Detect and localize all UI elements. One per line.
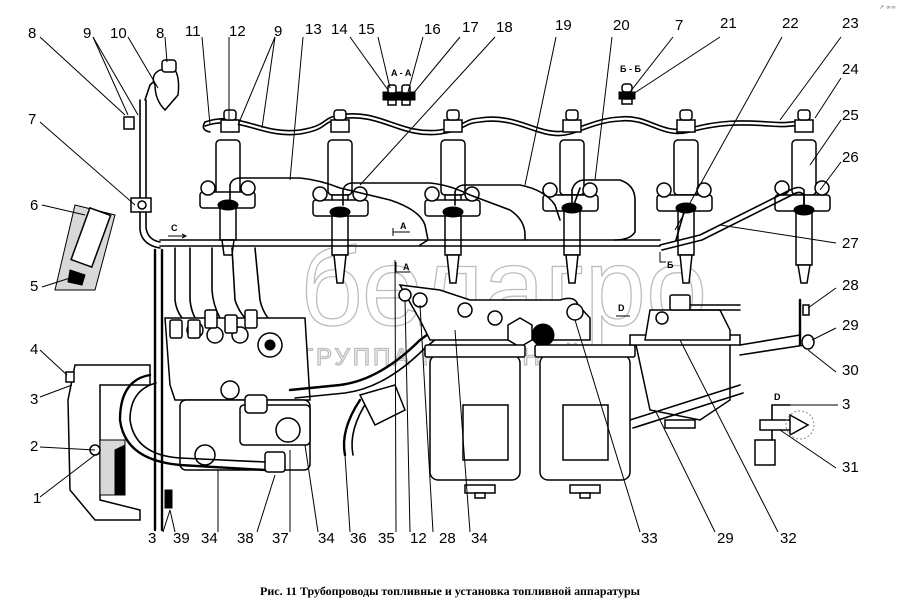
callout-24: 24 <box>842 61 859 78</box>
callout-33: 33 <box>641 530 658 547</box>
callout-17: 17 <box>462 19 479 36</box>
injector-1 <box>199 109 256 256</box>
callout-15: 15 <box>358 21 375 38</box>
section-label-bb: Б - Б <box>620 64 641 74</box>
callout-8: 8 <box>28 25 36 42</box>
callout-6: 6 <box>30 197 38 214</box>
injectors <box>199 109 831 284</box>
injector-5 <box>656 109 713 284</box>
injection-pump <box>153 248 311 532</box>
callout-1: 1 <box>33 490 41 507</box>
callout-22: 22 <box>782 15 799 32</box>
callout-9: 9 <box>274 23 282 40</box>
callout-29: 29 <box>717 530 734 547</box>
callout-35: 35 <box>378 530 395 547</box>
callout-34: 34 <box>471 530 488 547</box>
callout-5: 5 <box>30 278 38 295</box>
section-label-aa: A - A <box>391 68 412 78</box>
gear-housing <box>65 364 173 521</box>
callout-30: 30 <box>842 362 859 379</box>
callout-3: 3 <box>148 530 156 547</box>
callout-28: 28 <box>439 530 456 547</box>
callout-8: 8 <box>156 25 164 42</box>
section-markers: A - A Б - Б C D D A A Б <box>168 64 781 402</box>
callout-29: 29 <box>842 317 859 334</box>
callout-3: 3 <box>842 396 850 413</box>
section-aa-detail <box>382 84 416 106</box>
fuel-filters <box>398 284 815 499</box>
callout-3: 3 <box>30 391 38 408</box>
callout-37: 37 <box>272 530 289 547</box>
section-label-d-right: D <box>774 392 781 402</box>
section-bb-detail <box>618 83 636 105</box>
callout-19: 19 <box>555 17 572 34</box>
corner-mark: ↗ ∞∞ <box>879 4 896 11</box>
callout-26: 26 <box>842 149 859 166</box>
callout-2: 2 <box>30 438 38 455</box>
callout-9: 9 <box>83 25 91 42</box>
callout-10: 10 <box>110 25 127 42</box>
callout-13: 13 <box>305 21 322 38</box>
callout-18: 18 <box>496 19 513 36</box>
callout-28: 28 <box>842 277 859 294</box>
section-label-a1: A <box>400 221 407 231</box>
callout-20: 20 <box>613 17 630 34</box>
callout-21: 21 <box>720 15 737 32</box>
callout-32: 32 <box>780 530 797 547</box>
section-label-a2: A <box>403 262 410 272</box>
callout-numbers: 8 9 10 8 11 12 9 13 14 15 16 17 18 19 20… <box>28 15 859 547</box>
callout-39: 39 <box>173 530 190 547</box>
feed-line-left <box>123 59 211 249</box>
leader-lines <box>39 36 842 533</box>
callout-34: 34 <box>201 530 218 547</box>
detail-d <box>754 404 815 466</box>
callout-11: 11 <box>185 23 201 40</box>
callout-12: 12 <box>410 530 427 547</box>
high-pressure-lines <box>159 177 805 319</box>
callout-4: 4 <box>30 341 38 358</box>
section-label-b1: Б <box>667 260 674 270</box>
callout-7: 7 <box>675 17 683 34</box>
callout-27: 27 <box>842 235 859 252</box>
drain-line-top <box>204 113 811 137</box>
callout-12: 12 <box>229 23 246 40</box>
injector-6 <box>774 109 831 284</box>
section-label-d-top: D <box>618 303 625 313</box>
callout-31: 31 <box>842 459 859 476</box>
callout-7: 7 <box>28 111 36 128</box>
callout-34: 34 <box>318 530 335 547</box>
figure-caption: Рис. 11 Трубопроводы топливные и установ… <box>260 584 640 598</box>
callout-16: 16 <box>424 21 441 38</box>
section-label-c: C <box>171 223 178 233</box>
callout-38: 38 <box>237 530 254 547</box>
callout-14: 14 <box>331 21 348 38</box>
callout-23: 23 <box>842 15 859 32</box>
callout-25: 25 <box>842 107 859 124</box>
injector-section-detail <box>54 204 116 291</box>
callout-36: 36 <box>350 530 367 547</box>
